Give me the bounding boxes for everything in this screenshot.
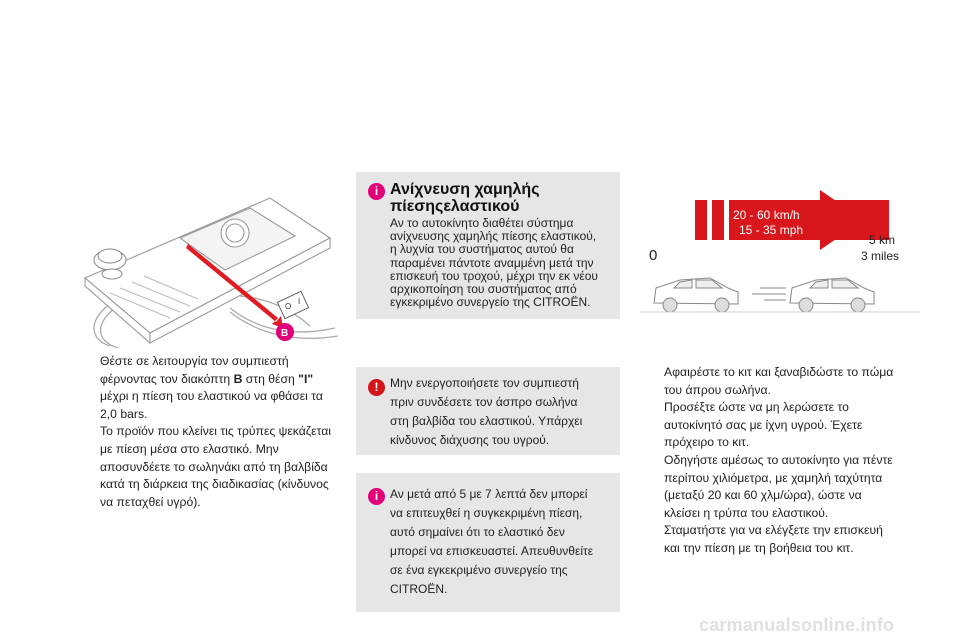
bold-term: B — [233, 371, 243, 386]
car-moving — [752, 277, 875, 313]
right-instruction-line: Προσέξτε ώστε να μη λερώσετε το — [664, 400, 849, 415]
warning-text: Μην ενεργοποιήσετε τον συμπιεστή πριν συν… — [390, 374, 614, 450]
info-icon: i — [368, 488, 385, 505]
right-instruction-line: (μεταξύ 20 και 60 χλμ/ώρα), ώστε να — [664, 488, 862, 503]
pressure-text-line: μπορεί να επισκευαστεί. Απευθυνθείτε — [390, 544, 594, 558]
label-b-marker — [276, 323, 294, 341]
start-distance-label: 0 — [649, 247, 657, 264]
right-instruction-item: Αφαιρέστε το κιτ και ξαναβιδώστε το πώμα… — [641, 364, 911, 452]
left-instruction-line: κατά τη διάρκεια της διαδικασίας (κίνδυν… — [100, 477, 329, 492]
tpms-text-line: εγκεκριμένο συνεργείο της CITROËN. — [390, 295, 591, 310]
distance-miles-label: 3 miles — [861, 249, 899, 263]
car-stationary — [653, 277, 739, 313]
switch-label-0: O — [285, 302, 291, 311]
sealant-cartridge — [93, 248, 127, 280]
pressure-text-line: να επιτευχθεί η συγκεκριμένη πίεση, — [390, 506, 583, 520]
right-instruction-line: περίπου χιλιόμετρα, με χαμηλή ταχύτητα — [664, 470, 883, 485]
label-b-text: B — [281, 328, 288, 339]
tpms-text-line: αρχικοποίηση του συστήματος από — [390, 282, 577, 297]
left-instruction-line: αποσυνδέετε το σωληνάκι από τη βαλβίδα — [100, 459, 328, 474]
left-instruction-line: Το προϊόν που κλείνει τις τρύπες ψεκάζετ… — [100, 424, 331, 439]
speed-mph-label: 15 - 35 mph — [739, 223, 803, 237]
left-instruction-item: Θέστε σε λειτουργία τον συμπιεστή φέρνοντ… — [77, 353, 347, 511]
pressure-text-line: Αν μετά από 5 με 7 λεπτά δεν μπορεί — [390, 487, 588, 501]
left-instruction-list: Θέστε σε λειτουργία τον συμπιεστή φέρνοντ… — [77, 353, 347, 511]
warning-icon: ! — [368, 379, 385, 396]
warning-text-line: πριν συνδέσετε τον άσπρο σωλήνα — [390, 395, 578, 409]
tyre-repair-kit-illustration: O I B — [83, 197, 339, 348]
right-instruction-item: Σταματήστε για να ελέγξετε την επισκευή κ… — [641, 522, 911, 557]
left-instruction-line: με πίεση μέσα στο ελαστικό. Μην — [100, 441, 279, 456]
right-instruction-line: αυτοκίνητό σας με ίχνη υγρού. Έχετε — [664, 417, 863, 432]
bold-term: "I" — [298, 371, 314, 386]
tpms-info-title: Ανίχνευση χαμηλής πίεσηςελαστικού — [390, 181, 612, 215]
info-icon: i — [368, 183, 385, 200]
right-instruction-list: Αφαιρέστε το κιτ και ξαναβιδώστε το πώμα… — [641, 364, 911, 558]
warning-box: ! Μην ενεργοποιήσετε τον συμπιεστή πριν σ… — [356, 367, 620, 455]
warning-text-line: στη βαλβίδα του ελαστικού. Υπάρχει — [390, 414, 583, 428]
tpms-info-box: i Ανίχνευση χαμηλής πίεσηςελαστικού Αν τ… — [356, 172, 620, 319]
warning-text-line: κίνδυνος διάχυσης του υγρού. — [390, 433, 550, 447]
left-instruction-line: φέρνοντας τον διακόπτη B στη θέση "I" — [100, 371, 314, 386]
right-instruction-line: Αφαιρέστε το κιτ και ξαναβιδώστε το πώμα — [664, 365, 894, 379]
kit-body — [83, 197, 332, 345]
speed-arrow — [695, 190, 889, 250]
speed-kmh-label: 20 - 60 km/h — [733, 208, 800, 222]
pressure-text-line: CITROËN. — [390, 582, 448, 596]
right-instruction-line: κλείσει η τρύπα του ελαστικού. — [664, 505, 829, 520]
distance-km-label: 5 km — [869, 233, 895, 247]
watermark: carmanualsonline.info — [699, 615, 895, 635]
kit-label-lines — [109, 275, 199, 319]
right-instruction-line: Οδηγήστε αμέσως το αυτοκίνητο για πέντε — [664, 452, 893, 467]
left-instruction-line: 2,0 bars. — [100, 406, 148, 421]
pressure-info-box: i Αν μετά από 5 με 7 λεπτά δεν μπορεί να … — [356, 473, 620, 612]
left-instruction-line: μέχρι η πίεση του ελαστικού να φθάσει τα — [100, 389, 323, 404]
left-instruction-line: Θέστε σε λειτουργία τον συμπιεστή — [100, 354, 289, 368]
tpms-text-line: παραμένει πάντοτε αναμμένη μετά την — [390, 255, 594, 270]
drive-speed-illustration: 20 - 60 km/h 15 - 35 mph 0 5 km 3 miles — [640, 190, 920, 313]
right-instruction-line: και την πίεση με τη βοήθεια του κιτ. — [664, 540, 854, 555]
right-instruction-line: Σταματήστε για να ελέγξετε την επισκευή — [664, 523, 883, 538]
tpms-text-line: η λυχνία του συστήματος αυτού θα — [390, 242, 574, 257]
right-instruction-line: του άπρου σωλήνα. — [664, 382, 771, 397]
pressure-text-line: αυτό σημαίνει ότι το ελαστικό δεν — [390, 525, 565, 539]
tpms-text-line: ανίχνευσης χαμηλής πίεσης ελαστικού, — [390, 229, 597, 244]
right-instruction-item: Οδηγήστε αμέσως το αυτοκίνητο για πέντε π… — [641, 452, 911, 522]
tpms-text-line: επισκευή του τροχού, μέχρι την εκ νέου — [390, 268, 598, 283]
warning-text-line: Μην ενεργοποιήσετε τον συμπιεστή — [390, 376, 579, 390]
red-pointer-arrow — [186, 244, 283, 328]
switch-b: O I — [276, 290, 310, 320]
left-instruction-line: να πεταχθεί υγρό). — [100, 494, 201, 509]
tpms-title-line: Ανίχνευση χαμηλής πίεσης — [390, 181, 540, 215]
switch-label-1: I — [298, 297, 300, 306]
tpms-text-line: Αν το αυτοκίνητο διαθέτει σύστημα — [390, 216, 574, 230]
pressure-text-line: σε ένα εγκεκριμένο συνεργείο της — [390, 563, 568, 577]
pressure-info-text: Αν μετά από 5 με 7 λεπτά δεν μπορεί να επ… — [390, 485, 614, 599]
right-instruction-line: πρόχειρο το κιτ. — [664, 435, 750, 450]
tpms-title-line: ελαστικού — [443, 198, 520, 215]
